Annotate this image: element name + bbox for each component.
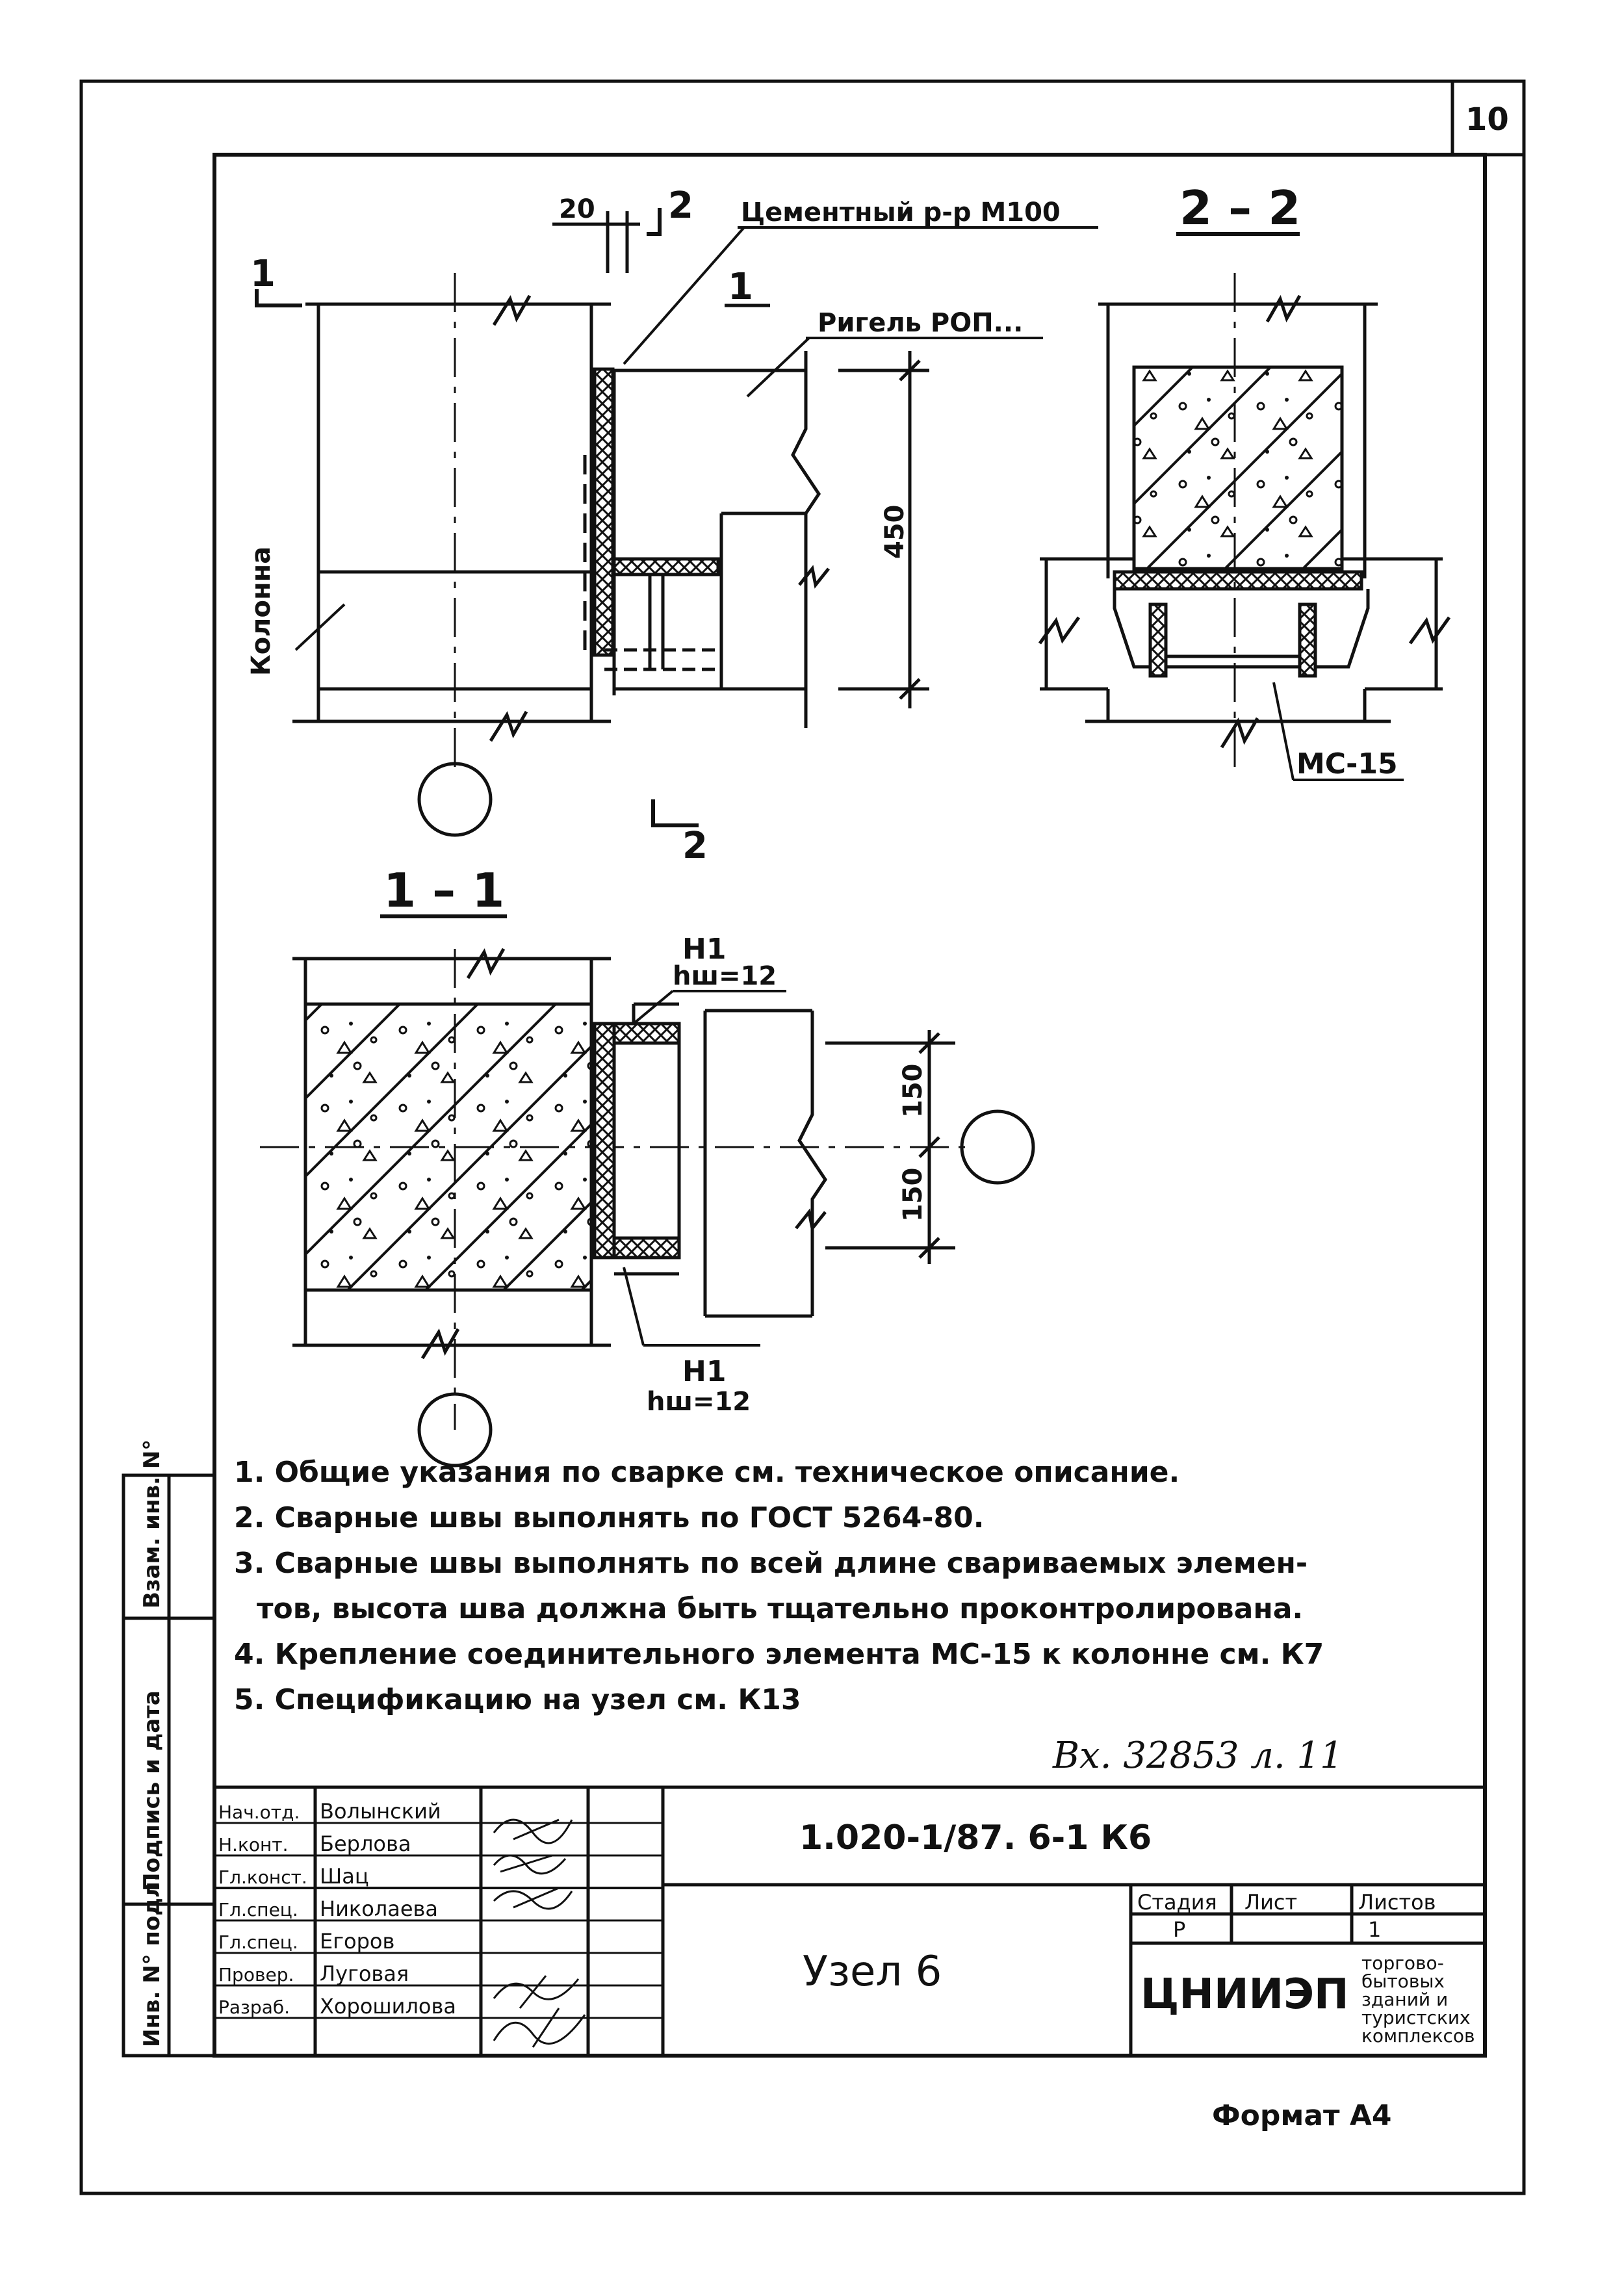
org-line-1: торгово- (1361, 1952, 1444, 1974)
org-line-5: комплексов (1361, 2025, 1475, 2047)
sheet-number: 10 (1465, 101, 1509, 138)
dim-150-lower: 150 (898, 1168, 928, 1222)
mortar-label: Цементный р-р М100 (741, 198, 1061, 227)
col-stage: Стадия (1137, 1890, 1217, 1915)
section-1-mark-left: 1 (250, 253, 276, 295)
drawing-title: Узел 6 (803, 1948, 942, 1996)
main-view (255, 208, 1098, 837)
organization-logo: ЦНИИЭП (1141, 1970, 1349, 2019)
note-3-cont: тов, высота шва должна быть тщательно пр… (257, 1592, 1303, 1625)
sheet-value: 1 (1368, 1917, 1381, 1942)
weld-bottom-label: Н1 (682, 1355, 726, 1388)
format-label: Формат А4 (1212, 2099, 1392, 2132)
note-3: 3. Сварные швы выполнять по всей длине с… (234, 1547, 1308, 1580)
row-4-name: Николаева (320, 1896, 438, 1921)
dim-450: 450 (880, 505, 910, 560)
column-label: Колонна (246, 547, 276, 676)
row-1-name: Волынский (320, 1799, 441, 1824)
weld-top-label: Н1 (682, 933, 726, 966)
notes-block: 1. Общие указания по сварке см. техничес… (234, 1456, 1324, 1716)
row-3-name: Шац (320, 1864, 369, 1889)
note-5: 5. Спецификацию на узел см. К13 (234, 1683, 801, 1716)
org-line-2: бытовых (1361, 1970, 1445, 1992)
section-1-mark-right: 1 (728, 266, 753, 308)
col-sheet: Лист (1244, 1890, 1297, 1915)
inner-frame (213, 153, 1487, 2058)
row-2-role: Н.конт. (218, 1834, 289, 1855)
note-2: 2. Сварные швы выполнять по ГОСТ 5264-80… (234, 1501, 984, 1534)
section-1-1-view (260, 914, 1035, 1467)
side-label-inv: Инв. N° подл. (139, 1873, 165, 2047)
title-block-grid (214, 1785, 1485, 2056)
row-2-name: Берлова (320, 1831, 411, 1856)
section-2-2-title: 2 – 2 (1179, 181, 1300, 235)
dim-150-upper: 150 (898, 1064, 928, 1118)
col-sheets: Листов (1358, 1890, 1436, 1915)
row-6-name: Луговая (320, 1961, 409, 1986)
section-1-1-title: 1 – 1 (383, 863, 504, 918)
row-7-name: Хорошилова (320, 1994, 456, 2019)
row-5-role: Гл.спец. (218, 1932, 298, 1953)
stage-value: Р (1173, 1917, 1185, 1942)
organization-name: торгово- бытовых зданий и туристских ком… (1361, 1952, 1475, 2047)
side-label-replace: Взам. инв. N° (139, 1440, 165, 1609)
title-block-rows: Нач.отд. Волынский Н.конт. Берлова Гл.ко… (218, 1799, 456, 2019)
section-2-mark-bottom: 2 (682, 825, 708, 867)
outer-frame (79, 79, 1526, 2195)
row-7-role: Разраб. (218, 1996, 290, 2018)
handwritten-reference: Вх. 32853 л. 11 (1052, 1735, 1343, 1777)
girder-label: Ригель РОП... (818, 308, 1023, 338)
side-label-signature: Подпись и дата (139, 1690, 165, 1891)
org-line-3: зданий и (1361, 1989, 1448, 2010)
side-strip (122, 1473, 216, 2058)
org-line-4: туристских (1361, 2007, 1471, 2028)
note-1: 1. Общие указания по сварке см. техничес… (234, 1456, 1179, 1489)
sheet-number-box (1450, 79, 1526, 157)
note-4: 4. Крепление соединительного элемента МС… (234, 1638, 1324, 1671)
section-2-2-view (1038, 232, 1451, 781)
dim-20: 20 (559, 194, 595, 224)
row-6-role: Провер. (218, 1964, 294, 1985)
document-code: 1.020-1/87. 6-1 К6 (799, 1818, 1152, 1857)
mc15-label: МС-15 (1296, 747, 1398, 781)
row-5-name: Егоров (320, 1929, 394, 1954)
weld-top-height: hш=12 (673, 961, 777, 991)
row-1-role: Нач.отд. (218, 1802, 300, 1823)
row-4-role: Гл.спец. (218, 1899, 298, 1920)
row-3-role: Гл.конст. (218, 1867, 307, 1888)
section-2-mark-top: 2 (668, 185, 693, 227)
weld-bottom-height: hш=12 (647, 1387, 751, 1417)
